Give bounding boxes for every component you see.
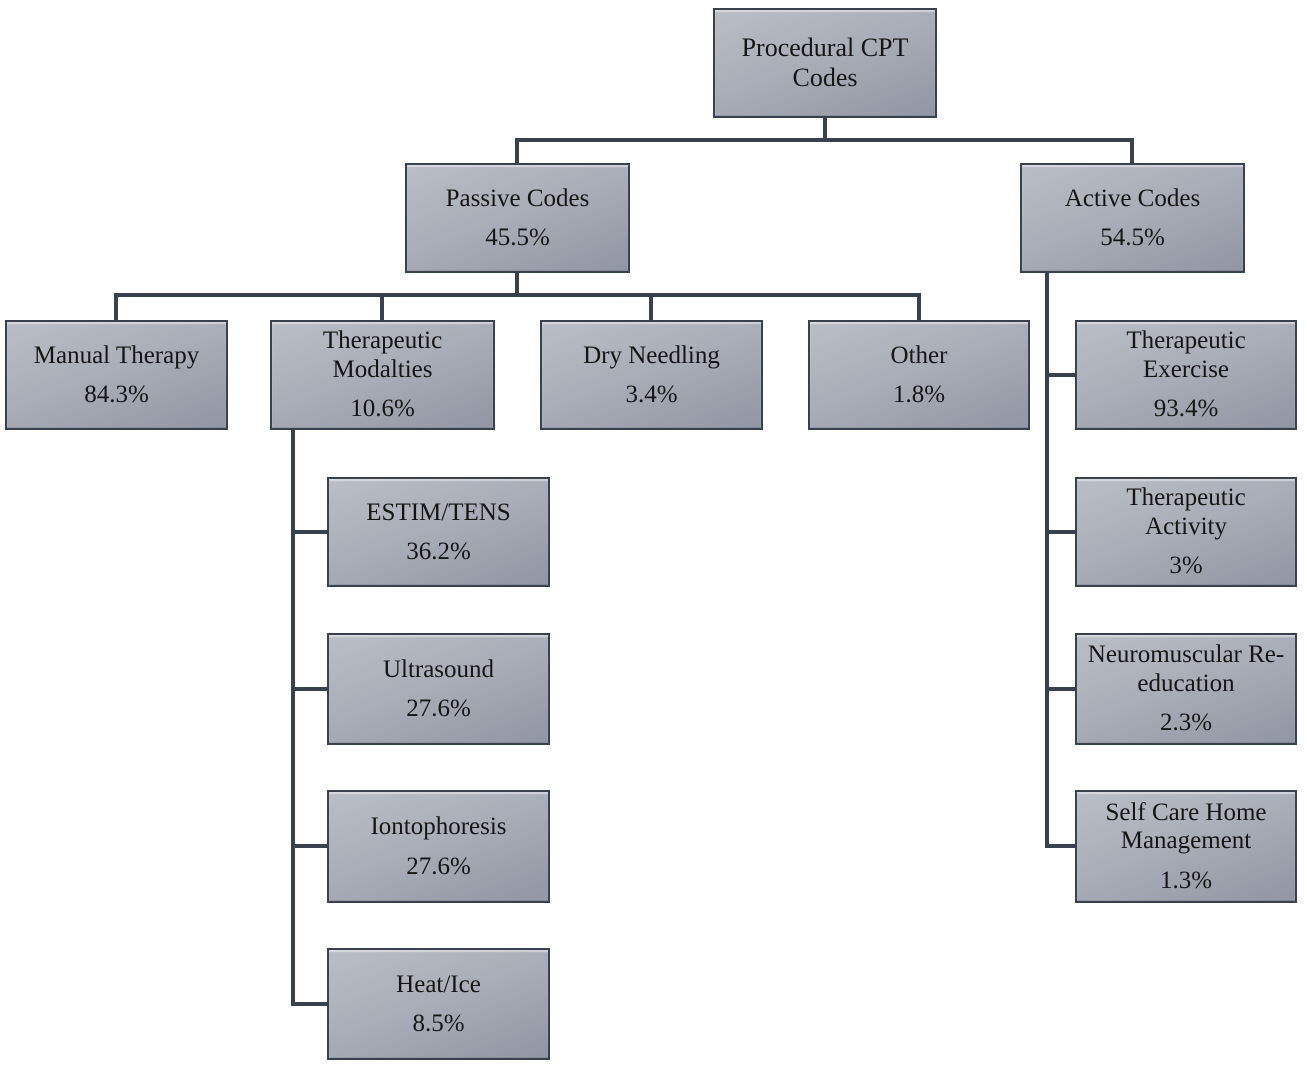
- node-value: 1.8%: [892, 381, 946, 408]
- node-value: 27.6%: [406, 695, 471, 722]
- node-value: 1.3%: [1159, 866, 1213, 894]
- node-label: Ultrasound: [382, 655, 495, 683]
- node-manual-therapy: Manual Therapy 84.3%: [5, 320, 228, 430]
- connector-line: [1045, 687, 1075, 691]
- node-value: 84.3%: [84, 381, 149, 408]
- node-label: Procedural CPT Codes: [741, 33, 909, 92]
- node-value: 3.4%: [625, 381, 678, 408]
- node-self-care-home-management: Self Care Home Management 1.3%: [1075, 790, 1297, 903]
- connector-line: [291, 530, 327, 534]
- connector-line: [291, 687, 327, 691]
- node-label: Other: [890, 341, 948, 369]
- node-label: Heat/Ice: [396, 970, 481, 998]
- node-label: Self Care Home Management: [1105, 798, 1267, 855]
- connector-line: [515, 138, 1134, 142]
- node-neuromuscular-re-education: Neuromuscular Re-education 2.3%: [1075, 633, 1297, 745]
- node-label: Therapeutic Activity: [1126, 484, 1246, 540]
- node-active-codes: Active Codes 54.5%: [1020, 163, 1245, 273]
- node-value: 93.4%: [1153, 395, 1219, 423]
- connector-line: [515, 138, 519, 163]
- node-value: 3%: [1169, 552, 1203, 580]
- node-label: Dry Needling: [583, 341, 720, 369]
- node-iontophoresis: Iontophoresis 27.6%: [327, 790, 550, 903]
- node-therapeutic-activity: Therapeutic Activity 3%: [1075, 477, 1297, 587]
- node-other: Other 1.8%: [808, 320, 1030, 430]
- connector-line: [114, 293, 921, 297]
- connector-line: [823, 118, 827, 142]
- node-procedural-cpt-codes: Procedural CPT Codes: [713, 8, 937, 118]
- node-value: 45.5%: [485, 224, 550, 251]
- connector-line: [291, 430, 295, 1006]
- connector-line: [291, 1002, 327, 1006]
- node-label: Therapeutic Modalties: [322, 327, 443, 383]
- node-label: Active Codes: [1064, 184, 1201, 212]
- node-heat-ice: Heat/Ice 8.5%: [327, 948, 550, 1060]
- node-value: 54.5%: [1100, 224, 1165, 251]
- node-value: 10.6%: [350, 395, 415, 423]
- node-label: Passive Codes: [445, 184, 590, 212]
- connector-line: [291, 844, 327, 848]
- connector-line: [515, 273, 519, 297]
- connector-line: [1045, 373, 1075, 377]
- node-label: ESTIM/TENS: [366, 498, 511, 526]
- node-value: 27.6%: [406, 852, 471, 880]
- node-value: 8.5%: [412, 1010, 465, 1037]
- connector-line: [1130, 138, 1134, 163]
- node-dry-needling: Dry Needling 3.4%: [540, 320, 763, 430]
- node-estim-tens: ESTIM/TENS 36.2%: [327, 477, 550, 587]
- connector-line: [1045, 530, 1075, 534]
- connector-line: [114, 293, 118, 320]
- connector-line: [917, 293, 921, 320]
- node-label: Manual Therapy: [33, 341, 200, 369]
- connector-line: [649, 293, 653, 320]
- node-value: 36.2%: [406, 538, 471, 565]
- node-label: Neuromuscular Re-education: [1087, 641, 1285, 697]
- node-value: 2.3%: [1159, 709, 1213, 737]
- node-passive-codes: Passive Codes 45.5%: [405, 163, 630, 273]
- node-therapeutic-exercise: Therapeutic Exercise 93.4%: [1075, 320, 1297, 430]
- node-label: Iontophoresis: [370, 813, 507, 840]
- node-label: Therapeutic Exercise: [1126, 327, 1246, 383]
- node-therapeutic-modalties: Therapeutic Modalties 10.6%: [270, 320, 495, 430]
- node-ultrasound: Ultrasound 27.6%: [327, 633, 550, 745]
- connector-line: [1045, 273, 1049, 848]
- connector-line: [1045, 844, 1075, 848]
- connector-line: [380, 293, 384, 320]
